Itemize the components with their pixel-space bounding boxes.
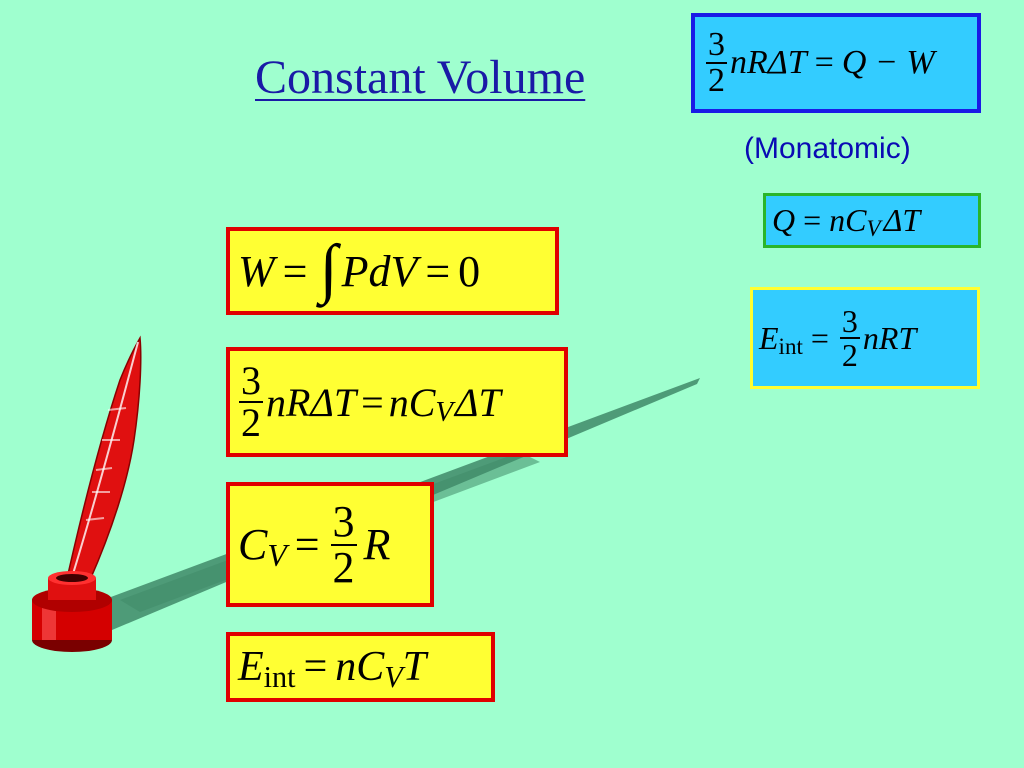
- quill-pen-icon: [58, 335, 142, 607]
- page-title: Constant Volume: [255, 51, 586, 104]
- fraction: 3 2: [239, 358, 263, 445]
- fraction: 3 2: [839, 303, 860, 373]
- integral-sign: ∫: [319, 232, 338, 305]
- first-law-box: 3 2 nRΔT = Q − W: [691, 13, 981, 113]
- fraction: 3 2: [330, 496, 357, 592]
- monatomic-note: (Monatomic): [744, 132, 911, 165]
- work-equation-box: W = ∫ PdV = 0: [226, 227, 559, 315]
- fraction: 3 2: [706, 26, 727, 99]
- inkwell-icon: [32, 571, 112, 652]
